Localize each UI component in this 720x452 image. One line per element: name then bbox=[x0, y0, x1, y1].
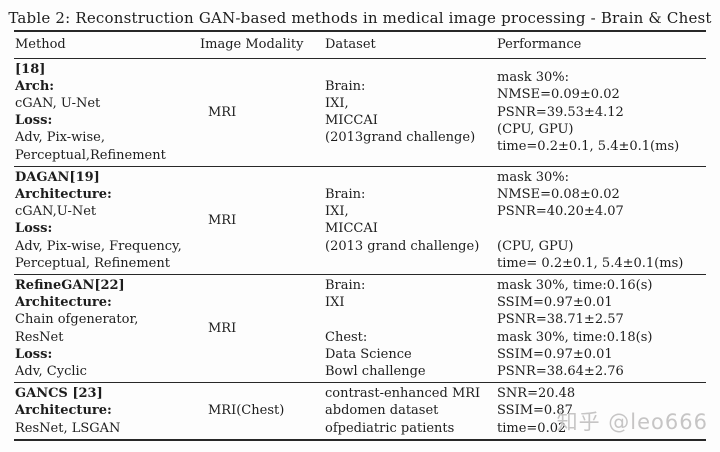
dataset-cell: Brain:IXI, MICCAI(2013grand challenge) bbox=[325, 61, 497, 164]
method-line: cGAN, U-Net bbox=[15, 95, 101, 111]
method-line: Architecture: bbox=[15, 295, 112, 311]
dataset-cell: Brain: IXI,MICCAI(2013 grand challenge) bbox=[325, 169, 497, 272]
method-line: Loss: bbox=[15, 113, 53, 129]
dataset-line: Data Science bbox=[325, 346, 412, 362]
col-header-performance: Performance bbox=[497, 37, 582, 53]
dataset-line: IXI bbox=[325, 295, 345, 311]
col-header-method: Method bbox=[15, 37, 66, 53]
dataset-line: abdomen dataset bbox=[325, 403, 439, 419]
performance-line: PSNR=40.20±4.07 bbox=[497, 204, 624, 220]
method-cell: RefineGAN[22] Architecture:Chain ofgenera… bbox=[14, 277, 200, 380]
dataset-line: Chest: bbox=[325, 329, 368, 345]
table-row: GANCS [23]Architecture:ResNet, LSGAN MRI(… bbox=[14, 383, 706, 441]
performance-line: (CPU, GPU) bbox=[497, 238, 574, 254]
modality-line: MRI bbox=[208, 212, 237, 228]
dataset-line: IXI, bbox=[325, 95, 349, 111]
modality-line: MRI(Chest) bbox=[208, 403, 285, 419]
method-line: Adv, Pix-wise, Frequency, bbox=[15, 238, 182, 254]
dataset-line: ofpediatric patients bbox=[325, 420, 455, 436]
performance-line: time=0.02 bbox=[497, 420, 567, 436]
performance-line: time=0.2±0.1, 5.4±0.1(ms) bbox=[497, 138, 680, 154]
method-line: ResNet, LSGAN bbox=[15, 420, 121, 436]
method-line: DAGAN[19] bbox=[15, 169, 100, 185]
modality-line: MRI bbox=[208, 320, 237, 336]
performance-line bbox=[497, 220, 706, 237]
method-line: Loss: bbox=[15, 221, 53, 237]
method-line: [18] bbox=[15, 61, 46, 77]
method-line: Arch: bbox=[15, 78, 55, 94]
dataset-line: Brain: bbox=[325, 277, 366, 293]
dataset-line: (2013 grand challenge) bbox=[325, 238, 480, 254]
modality-cell: MRI bbox=[200, 61, 325, 164]
dataset-line: IXI, bbox=[325, 204, 349, 220]
method-line: Perceptual,Refinement bbox=[15, 147, 166, 163]
method-line: Architecture: bbox=[15, 186, 112, 202]
performance-line: SSIM=0.97±0.01 bbox=[497, 295, 613, 311]
performance-line: mask 30%: bbox=[497, 169, 570, 185]
modality-cell: MRI(Chest) bbox=[200, 385, 325, 437]
dataset-line: (2013grand challenge) bbox=[325, 130, 476, 146]
dataset-line: MICCAI bbox=[325, 113, 378, 129]
col-header-dataset: Dataset bbox=[325, 37, 376, 53]
modality-cell: MRI bbox=[200, 277, 325, 380]
dataset-line: MICCAI bbox=[325, 221, 378, 237]
method-line: Architecture: bbox=[15, 403, 112, 419]
performance-line: SSIM=0.87 bbox=[497, 403, 573, 419]
method-line: Adv, Cyclic bbox=[15, 363, 87, 379]
col-header-image-modality: Image Modality bbox=[200, 37, 304, 53]
dataset-line: contrast-enhanced MRI bbox=[325, 386, 481, 402]
performance-line: NMSE=0.09±0.02 bbox=[497, 87, 620, 103]
paper-table: Table 2: Reconstruction GAN-based method… bbox=[8, 0, 711, 441]
method-line: Adv, Pix-wise, bbox=[15, 130, 105, 146]
method-line: Chain ofgenerator, bbox=[15, 312, 139, 328]
dataset-line bbox=[325, 311, 497, 328]
dataset-line: Brain: bbox=[325, 78, 366, 94]
performance-line: time= 0.2±0.1, 5.4±0.1(ms) bbox=[497, 255, 684, 271]
modality-cell: MRI bbox=[200, 169, 325, 272]
modality-line: MRI bbox=[208, 104, 237, 120]
method-line: Perceptual, Refinement bbox=[15, 255, 170, 271]
performance-line: PSNR=39.53±4.12 bbox=[497, 104, 624, 120]
table-caption: Table 2: Reconstruction GAN-based method… bbox=[8, 0, 711, 32]
dataset-line: Bowl challenge bbox=[325, 363, 426, 379]
performance-line: (CPU, GPU) bbox=[497, 121, 574, 137]
dataset-line: Brain: bbox=[325, 186, 366, 202]
performance-line: mask 30%, time:0.18(s) bbox=[497, 329, 653, 345]
performance-line: mask 30%, time:0.16(s) bbox=[497, 277, 653, 293]
table-row: RefineGAN[22] Architecture:Chain ofgenera… bbox=[14, 275, 706, 384]
table-header-row: Method Image Modality Dataset Performanc… bbox=[14, 32, 706, 59]
method-line: GANCS [23] bbox=[15, 386, 103, 402]
performance-line: NMSE=0.08±0.02 bbox=[497, 186, 620, 202]
performance-line: PSNR=38.64±2.76 bbox=[497, 363, 624, 379]
performance-line: SNR=20.48 bbox=[497, 386, 576, 402]
performance-line: SSIM=0.97±0.01 bbox=[497, 346, 613, 362]
method-line: RefineGAN[22] bbox=[15, 277, 125, 293]
performance-line: PSNR=38.71±2.57 bbox=[497, 312, 624, 328]
method-line: Loss: bbox=[15, 346, 53, 362]
performance-line: mask 30%: bbox=[497, 70, 570, 86]
method-line: ResNet bbox=[15, 329, 64, 345]
method-line: cGAN,U-Net bbox=[15, 204, 97, 220]
watermark: 知乎 @leo666 bbox=[556, 410, 708, 434]
method-cell: GANCS [23]Architecture:ResNet, LSGAN bbox=[14, 385, 200, 437]
